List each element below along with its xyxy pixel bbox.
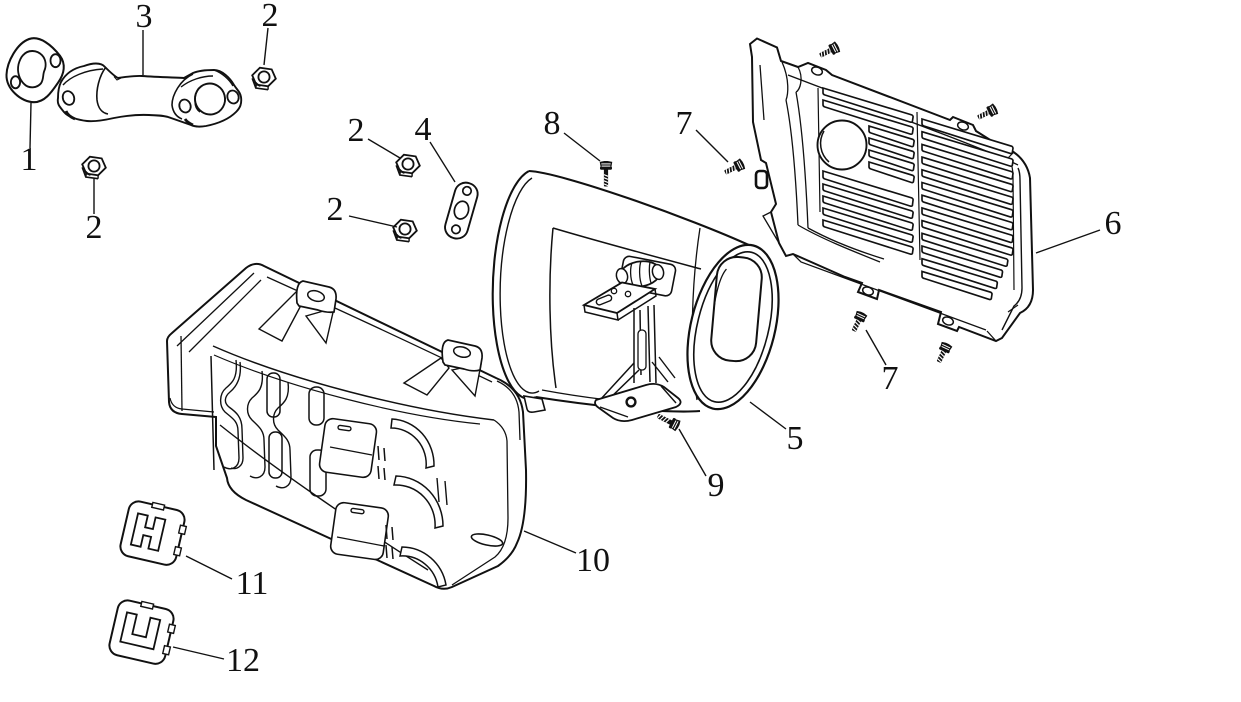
- svg-text:12: 12: [226, 642, 260, 679]
- svg-text:2: 2: [262, 0, 279, 34]
- svg-text:6: 6: [1105, 205, 1122, 242]
- svg-text:4: 4: [415, 111, 432, 148]
- svg-text:5: 5: [787, 420, 804, 457]
- svg-text:1: 1: [21, 141, 38, 178]
- svg-text:2: 2: [348, 112, 365, 149]
- svg-text:10: 10: [576, 542, 610, 579]
- svg-text:11: 11: [236, 565, 269, 602]
- svg-text:7: 7: [882, 360, 899, 397]
- svg-text:2: 2: [327, 191, 344, 228]
- svg-text:2: 2: [86, 209, 103, 246]
- svg-text:9: 9: [708, 467, 725, 504]
- svg-text:8: 8: [544, 105, 561, 142]
- svg-text:3: 3: [136, 0, 153, 35]
- svg-text:7: 7: [676, 105, 693, 142]
